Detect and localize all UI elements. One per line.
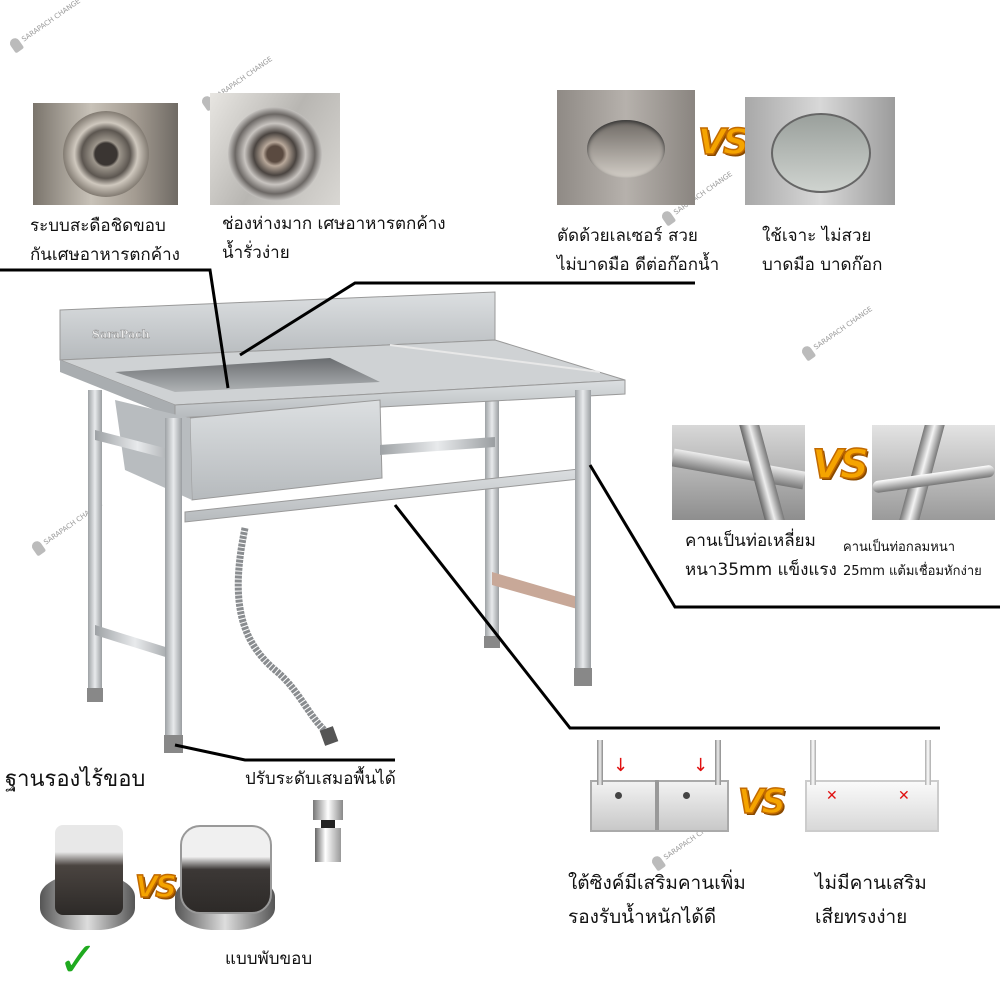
vs-label: VS: [697, 121, 749, 164]
foot-adjust-caption: ปรับระดับเสมอพื้นได้: [245, 769, 396, 789]
callout-line: [174, 743, 395, 762]
brand-mark: SaraPach: [92, 328, 150, 341]
adjustable-foot-photo: [307, 800, 349, 862]
vs-label: VS: [737, 781, 786, 823]
callout-line: [239, 281, 695, 357]
drilled-hole-caption: ใช้เจาะ ไม่สวยบาดมือ บาดก๊อก: [762, 226, 883, 275]
vs-label: VS: [811, 441, 869, 489]
reinforced-underside-photo: ↓ ↓: [575, 740, 735, 835]
foot-bad-caption: แบบพับขอบ: [225, 949, 313, 969]
leg: [165, 418, 182, 738]
cross-icon: ✕: [826, 788, 838, 804]
laser-hole-caption: ตัดด้วยเลเซอร์ สวยไม่บาดมือ ดีต่อก๊อกน้ำ: [557, 226, 720, 275]
seamless-foot-photo: [40, 820, 140, 930]
drain-good-caption: ระบบสะดือชิดขอบกันเศษอาหารตกค้าง: [30, 216, 180, 265]
leg: [575, 390, 591, 670]
red-arrow-icon: ↓: [613, 755, 629, 776]
foot-good-caption: ฐานรองไร้ขอบ: [5, 767, 146, 792]
drain-bad-photo: [210, 93, 340, 205]
callout-line: [393, 504, 940, 730]
leg: [485, 398, 499, 638]
laser-hole-photo: [557, 90, 695, 205]
callout-line: [588, 464, 1000, 609]
vs-label: VS: [134, 869, 177, 906]
square-beam-caption: คานเป็นท่อเหลี่ยมหนา35mm แข็งแรง: [685, 531, 837, 580]
cross-icon: ✕: [898, 788, 910, 804]
unreinforced-underside-photo: ✕ ✕: [790, 740, 945, 835]
folded-foot-photo: [170, 820, 280, 930]
drain-hose: [234, 527, 333, 738]
square-beam-photo: [672, 425, 805, 520]
check-icon: ✓: [58, 932, 99, 988]
foot: [164, 735, 183, 753]
sink-bowl: [115, 358, 380, 392]
reinforced-caption: ใต้ซิงค์มีเสริมคานเพิ่มรองรับน้ำหนักได้ด…: [568, 872, 746, 928]
drain-good-photo: [33, 103, 178, 205]
drilled-hole-photo: [745, 97, 895, 205]
leg: [88, 390, 102, 690]
round-beam-photo: [872, 425, 995, 520]
red-arrow-icon: ↓: [693, 755, 709, 776]
callout-line: [0, 268, 230, 389]
drain-bad-caption: ช่องห่างมาก เศษอาหารตกค้างน้ำรั่วง่าย: [222, 214, 446, 263]
foot: [574, 668, 592, 686]
unreinforced-caption: ไม่มีคานเสริมเสียทรงง่าย: [815, 872, 927, 928]
